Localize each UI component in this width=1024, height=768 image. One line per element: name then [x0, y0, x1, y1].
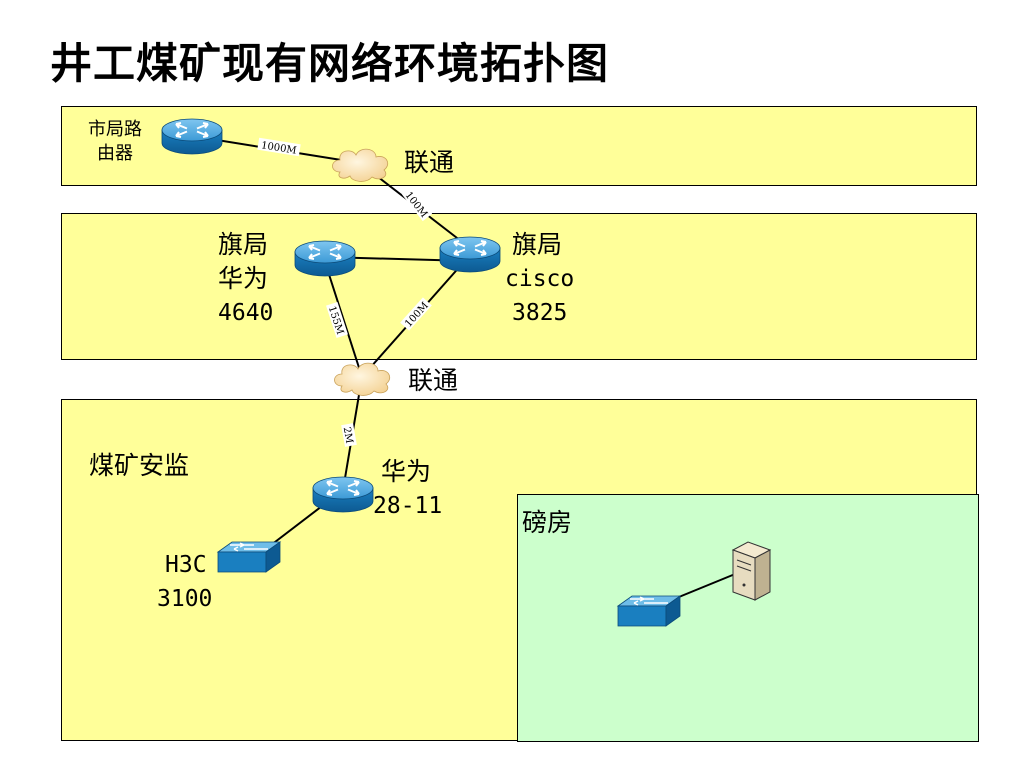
banner-cisco-label: 旗局 cisco 3825: [505, 228, 574, 330]
banner-zone: [61, 213, 977, 360]
banner-huawei-line1: 旗局: [218, 230, 269, 259]
city-router-icon: [161, 118, 223, 155]
weigh-switch-icon: [617, 595, 681, 627]
city-router-label: 市局路 由器: [88, 119, 142, 164]
banner-cisco-line2: cisco: [505, 266, 575, 292]
mine-huawei-label: 华为 28-11: [373, 455, 442, 523]
speed-label-mine: 2M: [341, 426, 355, 444]
cloud-top-icon: [332, 148, 389, 182]
h3c-line1: H3C: [165, 552, 207, 578]
link-huawei-cloud: [324, 261, 363, 378]
banner-cisco-line1: 旗局: [512, 230, 563, 259]
banner-huawei-router-icon: [294, 240, 356, 277]
banner-huawei-line3: 4640: [218, 300, 274, 326]
mine-huawei-router-icon: [312, 476, 374, 513]
cloud-mid-label: 联通: [408, 366, 459, 395]
banner-cisco-line3: 3825: [512, 300, 568, 326]
mine-huawei-line2: 28-11: [373, 493, 443, 519]
h3c-switch-icon: [217, 541, 281, 573]
cloud-top-label: 联通: [404, 148, 455, 177]
links: [191, 135, 741, 609]
server-icon: [731, 541, 772, 601]
cloud-mid-icon: [334, 362, 391, 396]
mine-zone-label: 煤矿安监: [89, 451, 190, 480]
mine-huawei-line1: 华为: [381, 457, 432, 486]
banner-huawei-label: 旗局 华为 4640: [218, 228, 273, 330]
h3c-label: H3C 3100: [157, 548, 212, 616]
banner-huawei-line2: 华为: [218, 264, 269, 293]
speed-labels: 1000M 100M 155M 100M 2M: [257, 137, 433, 447]
h3c-line2: 3100: [157, 586, 213, 612]
banner-cisco-router-icon: [439, 236, 501, 273]
speed-label-city: 1000M: [260, 140, 297, 156]
page-title: 井工煤矿现有网络环境拓扑图: [50, 39, 610, 88]
weigh-room-zone: [517, 494, 979, 742]
weigh-room-label: 磅房: [522, 508, 573, 537]
